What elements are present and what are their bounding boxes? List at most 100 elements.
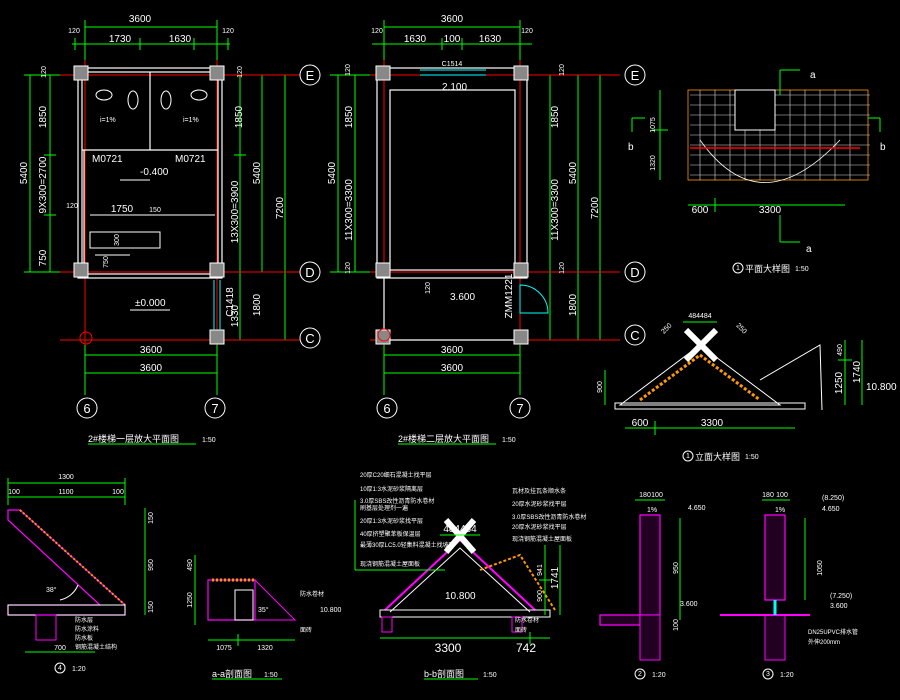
plan2-top-dim: 1630 — [404, 34, 427, 45]
detail3-dim: 3.600 — [830, 603, 848, 610]
roof-plan-dim: 600 — [692, 205, 709, 216]
detail2-group: 180 100 1% 4.650 950 3.600 100 2 1:20 — [599, 492, 706, 680]
plan2-bottom-dim: 3600 — [441, 345, 464, 356]
detail4-note: 防水涂料 — [75, 625, 99, 633]
section-bb-note-right: 瓦材及挂瓦条顺水条 — [512, 487, 566, 495]
detail4-note: 防水层 — [75, 616, 93, 624]
roof-elev-dim: 490 — [837, 344, 844, 356]
section-bb-dim: 1741 — [550, 566, 561, 589]
roof-elev-dim: 1740 — [852, 360, 863, 383]
plan1-stair-dim: 750 — [103, 256, 110, 268]
plan2-left-dim: 120 — [345, 64, 352, 76]
plan1-bottom-dim: 3600 — [140, 345, 163, 356]
plan1-left-dim: 750 — [38, 249, 49, 266]
roof-elev-dim: 484484 — [688, 313, 711, 320]
plan1-right-dim: 5400 — [252, 161, 263, 184]
section-aa-note: 面砖 — [300, 626, 312, 634]
plan1-bottom-dim: 3600 — [140, 363, 163, 374]
section-bb-note-right: 3.0厚SBS改性沥青防水卷材 — [512, 513, 586, 521]
plan2-scale: 1:50 — [502, 437, 516, 444]
detail2-scale: 1:20 — [652, 672, 666, 679]
plan2-stair-dim: 120 — [425, 282, 432, 294]
detail2-dim: 100 — [673, 619, 680, 631]
plan1-axis-label: E — [306, 68, 315, 83]
roof-elev-title: 立面大样图 — [695, 451, 740, 462]
section-aa-scale: 1:50 — [264, 672, 278, 679]
plan2-left-dim: 1850 — [344, 105, 355, 128]
roof-elev-dim: 250 — [734, 322, 747, 335]
section-aa-note: 防水卷材 — [300, 590, 324, 598]
roof-plan-dim: 3300 — [759, 205, 782, 216]
plan1-slope: i=1% — [183, 117, 199, 124]
plan1-right-dim: 13X300=3900 — [230, 180, 241, 243]
plan1-right-dim: 1850 — [234, 105, 245, 128]
detail4-dim: 1300 — [58, 474, 74, 481]
section-aa-group: 490 1250 1075 1320 35° 10.800 防水卷材 面砖 a-… — [187, 555, 342, 680]
section-bb-level: 10.800 — [445, 591, 476, 602]
roof-plan-title-num: 1 — [736, 265, 740, 272]
detail3-note: DN25UPVC排水管 — [808, 628, 858, 636]
plan2-right-dim: 5400 — [568, 161, 579, 184]
plan2-top-dim-total: 3600 — [441, 14, 464, 25]
section-bb-note-left: 20厚C20细石混凝土找平层 — [360, 471, 432, 479]
detail4-dim: 100 — [112, 489, 124, 496]
plan1-top-dim-total: 3600 — [129, 14, 152, 25]
detail3-group: 180 100 (8.250) 4.650 1% 1050 (7.250) 3.… — [720, 492, 858, 680]
detail3-num: 3 — [766, 671, 770, 678]
detail3-dim: 100 — [776, 492, 788, 499]
plan1-door-label: M0721 — [92, 154, 123, 165]
plan2-door-label: ZMM1221 — [504, 273, 515, 318]
plan1-left-dim-total: 5400 — [19, 161, 30, 184]
plan2-bottom-dim: 3600 — [441, 363, 464, 374]
roof-plan-cut-label: b — [880, 142, 886, 153]
detail4-dim: 700 — [54, 645, 66, 652]
detail4-angle: 38° — [46, 586, 57, 594]
plan2-left-dim: 120 — [345, 262, 352, 274]
detail2-dim: 950 — [673, 562, 680, 574]
plan2-level: 3.600 — [450, 292, 475, 303]
plan2-right-dim: 1850 — [550, 105, 561, 128]
plan1-group: 3600 120 1730 1630 120 120 1850 5400 9X3… — [19, 14, 321, 445]
roof-elev-dim: 3300 — [701, 418, 724, 429]
section-bb-dim: 742 — [516, 641, 536, 655]
plan2-axis-label: 7 — [516, 401, 523, 416]
detail4-dim: 1100 — [58, 489, 73, 496]
plan1-scale: 1:50 — [202, 437, 216, 444]
section-bb-note-right: 20厚水泥砂浆找平层 — [512, 523, 567, 531]
plan1-top-dim: 1730 — [109, 34, 132, 45]
roof-elev-dim: 250 — [660, 322, 673, 335]
section-bb-note-left: 3.0厚SBS改性沥青防水卷材 — [360, 497, 434, 505]
detail2-dim: 100 — [651, 492, 663, 499]
detail3-dim: 180 — [762, 492, 774, 499]
plan1-right-dim: 1800 — [252, 293, 263, 316]
section-aa-dim: 490 — [187, 559, 194, 571]
section-bb-note-left: 最薄30厚LC5.0轻集料混凝土找坡层 — [360, 541, 455, 549]
plan1-axis-label: 7 — [211, 401, 218, 416]
detail3-dim: 1050 — [817, 560, 824, 576]
plan1-stair-dim: 150 — [149, 207, 161, 214]
plan2-top-dim: 120 — [371, 28, 383, 35]
plan1-right-dim: 120 — [237, 66, 244, 78]
section-bb-scale: 1:50 — [483, 672, 497, 679]
roof-plan-cut-label: a — [810, 70, 816, 81]
detail4-note: 防水板 — [75, 634, 93, 642]
roof-plan-title: 平面大样图 — [745, 263, 790, 274]
section-bb-note-left: 10厚1:3水泥砂浆隔离层 — [360, 485, 423, 493]
section-aa-dim: 1320 — [257, 645, 273, 652]
plan1-top-dim: 120 — [68, 28, 80, 35]
detail3-dim: (7.250) — [830, 593, 852, 600]
plan2-right-dim: 1800 — [568, 293, 579, 316]
plan1-left-dim: 9X300=2700 — [38, 156, 49, 213]
detail3-dim: (8.250) — [822, 495, 844, 502]
roof-plan-dim: 1320 — [650, 155, 657, 171]
detail4-note: 钢筋混凝土结构 — [75, 643, 117, 651]
roof-elev-title-num: 1 — [686, 453, 690, 460]
roof-elev-dim: 600 — [632, 418, 649, 429]
plan2-axis-label: E — [631, 68, 640, 83]
plan1-door-label: M0721 — [175, 154, 206, 165]
detail4-dim: 950 — [148, 559, 155, 571]
section-aa-angle: 35° — [258, 606, 269, 614]
roof-elev-level: 10.800 — [866, 382, 897, 393]
plan1-top-dim: 120 — [222, 28, 234, 35]
